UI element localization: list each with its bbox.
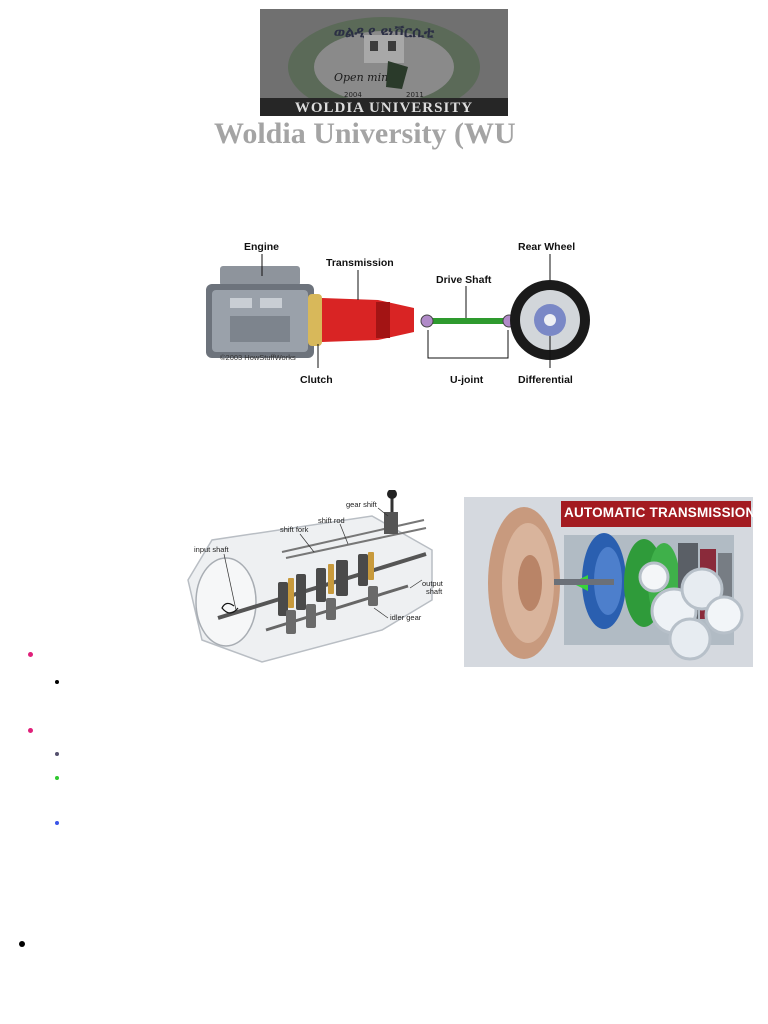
label-clutch: Clutch (300, 374, 333, 386)
label-gear-shift: gear shift (346, 500, 378, 509)
label-shift-rod: shift rod (318, 516, 345, 525)
label-differential: Differential (518, 374, 573, 386)
label-output-shaft-line2: shaft (426, 587, 443, 596)
drivetrain-diagram: Engine Transmission Drive Shaft Rear Whe… (206, 241, 590, 386)
clutch-illustration (308, 294, 322, 346)
label-shift-fork: shift fork (280, 525, 309, 534)
page-title: Woldia University (WU (214, 117, 516, 150)
university-logo: ወልዲያ ዩኒቨርሲቲ Open mind 2004 2011 WOLDIA U… (260, 9, 508, 116)
transmission-illustration (322, 298, 414, 342)
bullet-level2-2 (55, 752, 59, 756)
rear-wheel-illustration (510, 280, 590, 360)
label-rear-wheel: Rear Wheel (518, 241, 575, 253)
automatic-transmission-banner (561, 501, 751, 527)
logo-year-left: 2004 (344, 91, 362, 99)
label-engine: Engine (244, 241, 279, 253)
bullet-level2-1 (55, 680, 59, 684)
label-input-shaft: input shaft (194, 545, 230, 554)
bullet-level1-1 (28, 652, 33, 657)
logo-ethiopic-text: ወልዲያ ዩኒቨርሲቲ (334, 23, 435, 41)
bullet-level2-3 (55, 776, 59, 780)
u-joint-front (420, 314, 434, 328)
label-copyright: ©2003 HowStuffWorks (220, 353, 296, 362)
logo-university-name: WOLDIA UNIVERSITY (295, 100, 473, 116)
engine-illustration (206, 266, 314, 358)
automatic-transmission-banner-text: AUTOMATIC TRANSMISSION (564, 505, 753, 520)
label-output-shaft-line1: output (422, 579, 444, 588)
label-drive-shaft: Drive Shaft (436, 274, 492, 286)
automatic-transmission-photo: AUTOMATIC TRANSMISSION (464, 497, 753, 667)
label-idler-gear: idler gear (390, 613, 422, 622)
label-transmission: Transmission (326, 257, 394, 269)
drive-shaft-illustration (426, 318, 510, 324)
bullet-level2-4 (55, 821, 59, 825)
logo-year-right: 2011 (406, 91, 424, 99)
bullet-level1-3 (19, 941, 25, 947)
logo-motto: Open mind (334, 71, 395, 84)
manual-gearbox-illustration: gear shift shift rod shift fork input sh… (187, 490, 444, 663)
label-u-joint: U-joint (450, 374, 484, 386)
bullet-level1-2 (28, 728, 33, 733)
